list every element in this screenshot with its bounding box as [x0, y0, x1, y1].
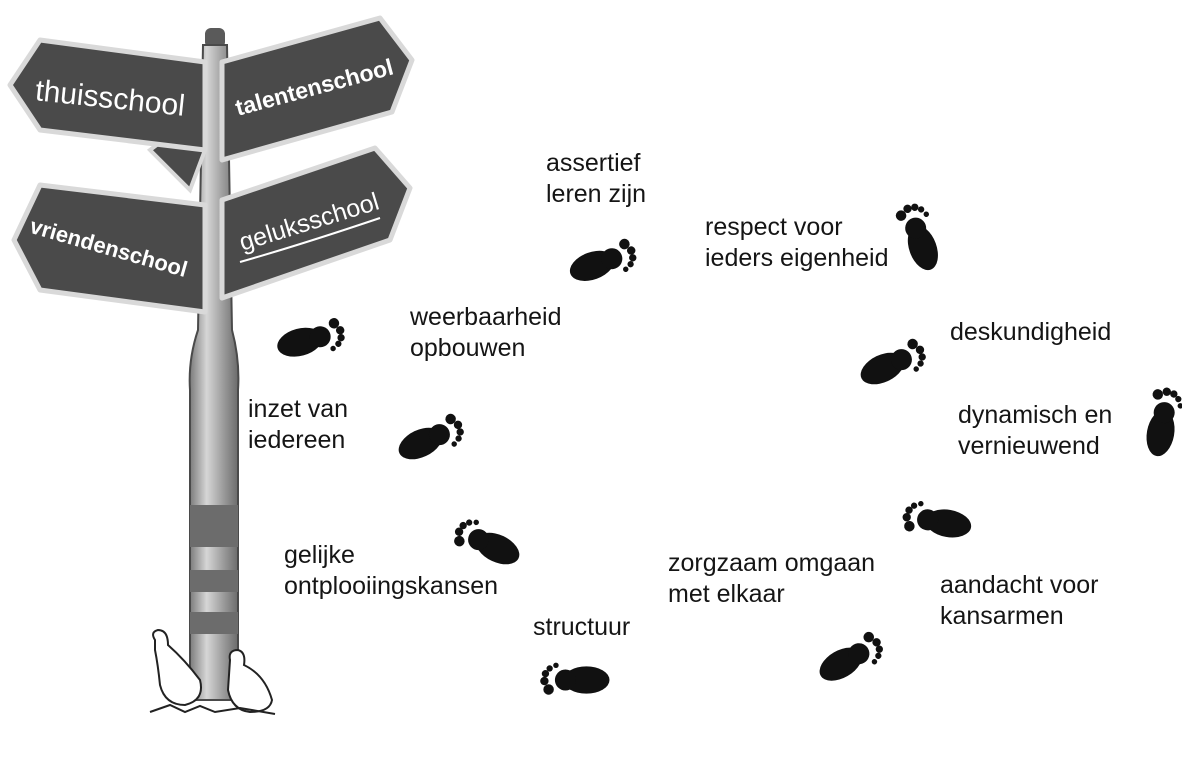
- footprint-10: [813, 628, 890, 691]
- birds-illustration: [149, 628, 276, 715]
- sign-thuisschool: thuisschool: [7, 37, 208, 194]
- footprint-2: [393, 410, 470, 470]
- footprint-9: [900, 498, 975, 542]
- value-inzet: inzet van iedereen: [248, 395, 349, 454]
- footprint-6: [893, 198, 948, 275]
- footprint-4: [540, 662, 610, 695]
- sign-geluksschool: geluksschool: [219, 145, 413, 301]
- value-dynamisch: dynamisch en vernieuwend: [958, 401, 1113, 460]
- value-gelijke: gelijke ontplooiingskansen: [284, 541, 499, 600]
- sign-vriendenschool: vriendenschool: [11, 182, 208, 315]
- footprint-8: [1142, 385, 1182, 460]
- value-deskundigheid: deskundigheid: [950, 318, 1112, 346]
- footprint-5: [565, 236, 642, 291]
- footprint-7: [855, 335, 932, 395]
- value-structuur: structuur: [533, 613, 631, 641]
- sign-talentenschool: talentenschool: [219, 15, 415, 163]
- value-weerbaarheid: weerbaarheid opbouwen: [410, 303, 562, 362]
- value-respect: respect voor ieders eigenheid: [705, 213, 889, 272]
- footprint-1: [273, 316, 350, 365]
- value-assertief: assertief leren zijn: [546, 149, 647, 208]
- value-zorgzaam: zorgzaam omgaan met elkaar: [668, 549, 876, 608]
- value-aandacht: aandacht voor kansarmen: [940, 571, 1099, 630]
